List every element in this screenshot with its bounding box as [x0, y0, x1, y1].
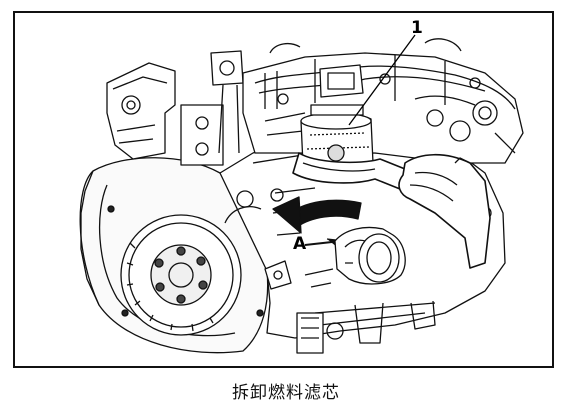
- cylinder-head: [242, 38, 524, 164]
- oil-filter: [334, 226, 406, 285]
- callout-number-label: 1: [411, 18, 423, 38]
- callout-leader-line: [348, 34, 416, 126]
- arrow-a-label: A: [293, 234, 307, 254]
- lower-fittings: [224, 188, 334, 290]
- upper-bracket: [106, 50, 244, 166]
- hand: [398, 153, 491, 269]
- flywheel: [120, 214, 242, 336]
- figure-caption: 拆卸燃料滤芯: [232, 383, 340, 403]
- fuel-filter-housing: [300, 104, 374, 173]
- rotation-arrow: [272, 196, 362, 234]
- engine-illustration: 1 A: [79, 18, 524, 354]
- figure-frame: 1 A: [13, 11, 554, 368]
